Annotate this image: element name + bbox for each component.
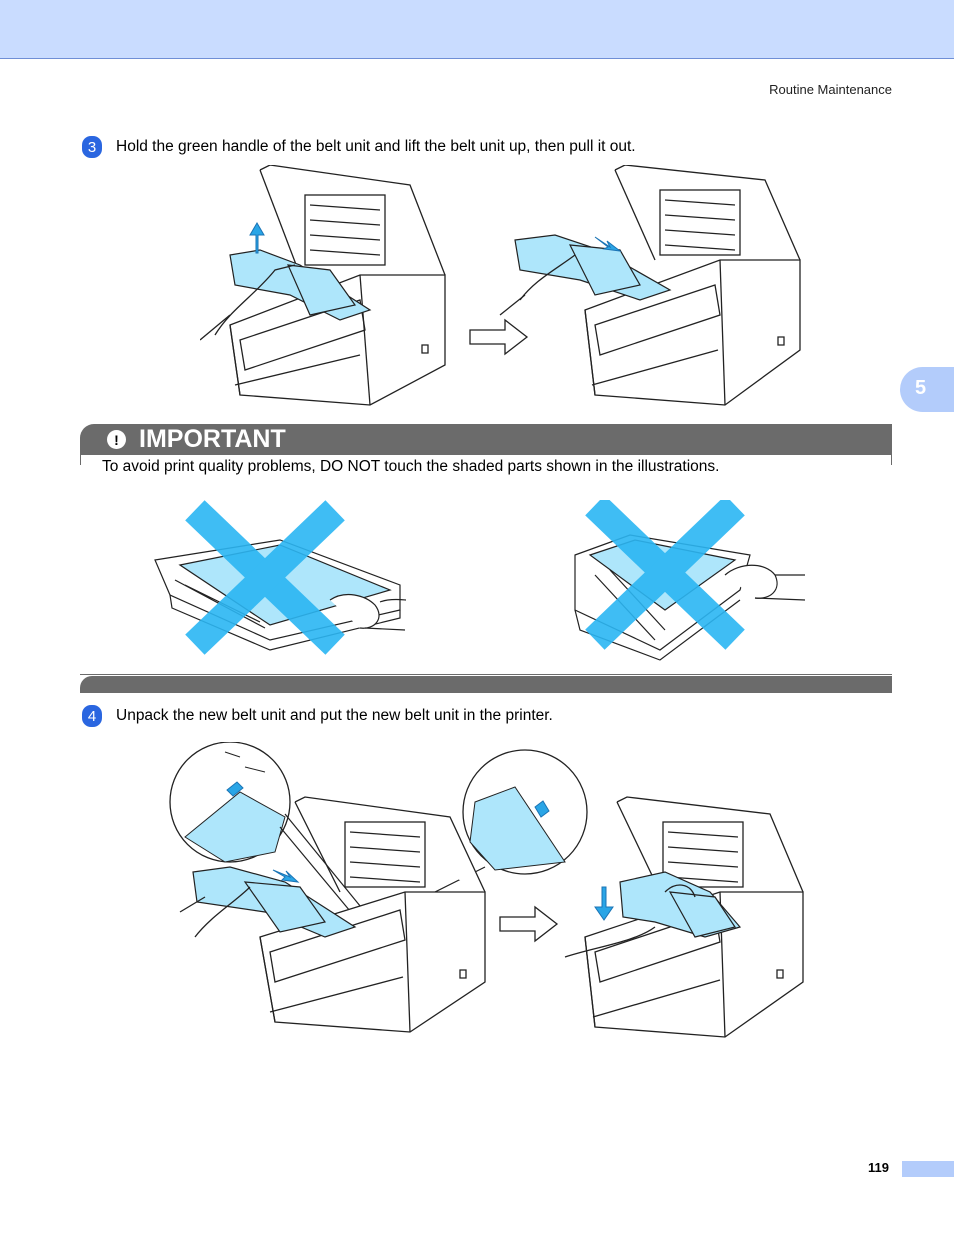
important-footer [80, 676, 892, 693]
section-title: Routine Maintenance [769, 82, 892, 97]
step-instruction: Hold the green handle of the belt unit a… [116, 138, 636, 155]
important-border-left [80, 455, 81, 465]
step-number-badge: 3 [82, 136, 102, 158]
header-band [0, 0, 954, 59]
exclamation-icon: ! [107, 430, 126, 449]
figure-do-not-touch [154, 500, 806, 661]
important-text: To avoid print quality problems, DO NOT … [102, 458, 720, 475]
important-border-right [891, 455, 892, 465]
important-divider [80, 674, 892, 675]
step-number-badge: 4 [82, 705, 102, 727]
important-header: ! IMPORTANT [80, 424, 892, 455]
page-number: 119 [868, 1160, 889, 1175]
chapter-number: 5 [915, 377, 927, 399]
figure-insert-belt-unit [169, 742, 804, 1038]
step-instruction: Unpack the new belt unit and put the new… [116, 707, 553, 724]
figure-remove-belt-unit [200, 165, 801, 406]
important-title: IMPORTANT [139, 425, 286, 453]
page-tab [902, 1161, 954, 1177]
chapter-tab: 5 [900, 367, 954, 412]
step-3: 3 Hold the green handle of the belt unit… [82, 136, 636, 158]
step-4: 4 Unpack the new belt unit and put the n… [82, 705, 553, 727]
